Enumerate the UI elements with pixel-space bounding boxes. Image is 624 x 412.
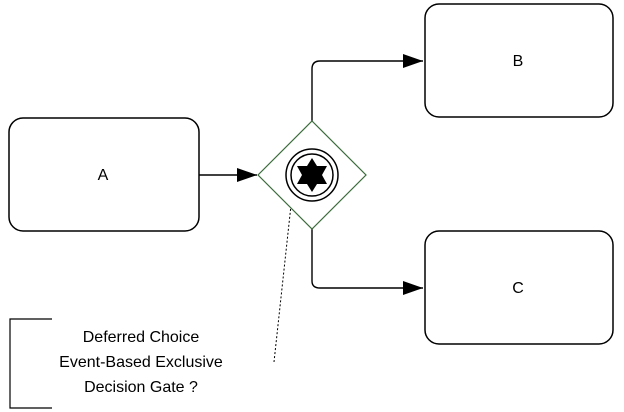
annotation-association-line (273, 195, 293, 363)
task-b-label: B (513, 53, 524, 70)
task-b[interactable]: B (424, 3, 614, 118)
task-c-label: C (512, 280, 524, 297)
task-c-box (424, 230, 614, 345)
task-a[interactable]: A (8, 117, 200, 232)
annotation-line-1: Deferred Choice (83, 329, 200, 346)
text-annotation[interactable]: Deferred Choice Event-Based Exclusive De… (9, 318, 223, 409)
event-based-gateway-star-icon (285, 148, 339, 202)
event-based-gateway[interactable] (257, 120, 367, 230)
annotation-line-3: Decision Gate ? (84, 379, 198, 396)
annotation-line-2: Event-Based Exclusive (59, 354, 223, 371)
task-c[interactable]: C (424, 230, 614, 345)
task-a-label: A (98, 167, 109, 184)
flow-gateway-to-b[interactable] (311, 54, 423, 121)
task-b-box (424, 3, 614, 118)
flow-gateway-to-c[interactable] (311, 229, 423, 295)
annotation-bracket (9, 318, 52, 409)
